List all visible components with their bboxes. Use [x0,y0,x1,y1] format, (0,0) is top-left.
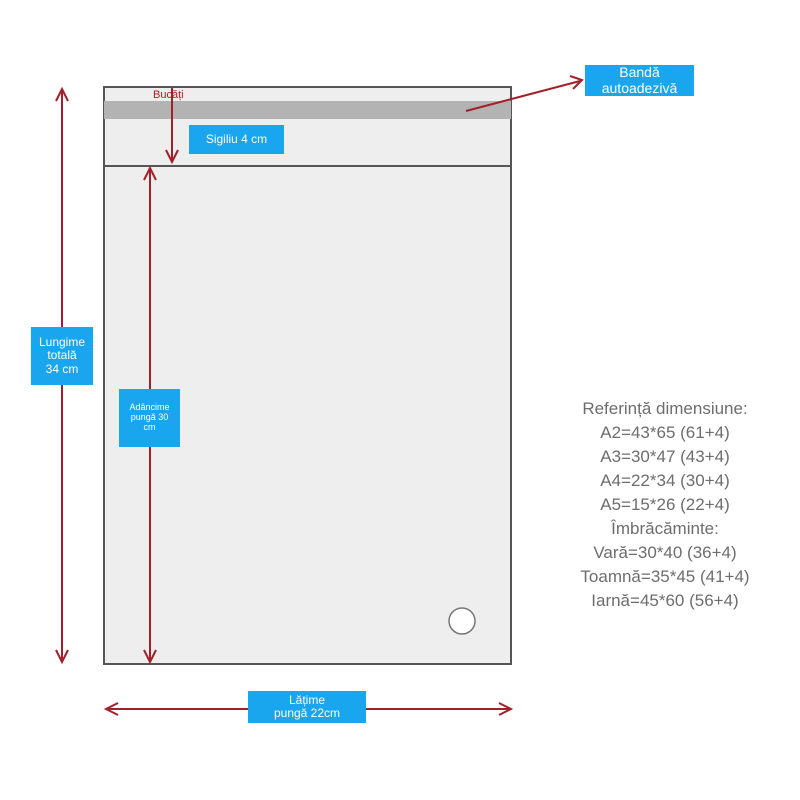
bag-width-label: Lățime pungă 22cm [248,691,366,723]
size-reference-item: Iarnă=45*60 (56+4) [591,591,739,610]
size-reference-title: Referință dimensiune: [582,399,748,418]
total-length-label: Lungime totală 34 cm [31,327,93,385]
bag-depth-label-text: Adâncime pungă 30 cm [129,402,170,432]
bag-width-label-text: Lățime pungă 22cm [273,692,341,720]
adhesive-arrow-head [569,75,584,90]
seal-label: Sigiliu 4 cm [189,125,284,154]
size-reference-item: A3=30*47 (43+4) [600,447,730,466]
bag-outline [103,86,512,665]
total-length-label-text: Lungime totală 34 cm [38,335,86,376]
hang-hole [448,607,476,635]
clothing-heading: Îmbrăcăminte: [611,519,719,538]
seal-arrow-head [165,149,179,165]
bag-depth-label: Adâncime pungă 30 cm [119,389,180,447]
size-reference-item: A5=15*26 (22+4) [600,495,730,514]
adhesive-arrow [465,80,581,112]
size-reference-item: A4=22*34 (30+4) [600,471,730,490]
bag-depth-arrow-bottom [143,649,157,665]
bag-width-arrow-right [498,702,514,716]
pieces-label: Bucăți [153,89,184,101]
size-reference-block: Referință dimensiune: A2=43*65 (61+4) A3… [535,397,795,613]
adhesive-strip-label-text: Bandă autoadezivă [601,65,678,96]
bag-width-arrow-left [103,702,119,716]
seal-label-text: Sigiliu 4 cm [205,131,268,146]
bag-depth-arrow-top [143,165,157,181]
adhesive-strip [104,101,511,119]
adhesive-strip-label: Bandă autoadezivă [585,65,694,96]
size-reference-item: A2=43*65 (61+4) [600,423,730,442]
total-length-arrow-bottom [55,649,69,665]
size-reference-item: Vară=30*40 (36+4) [593,543,737,562]
total-length-arrow-top [55,86,69,102]
size-reference-item: Toamnă=35*45 (41+4) [580,567,750,586]
